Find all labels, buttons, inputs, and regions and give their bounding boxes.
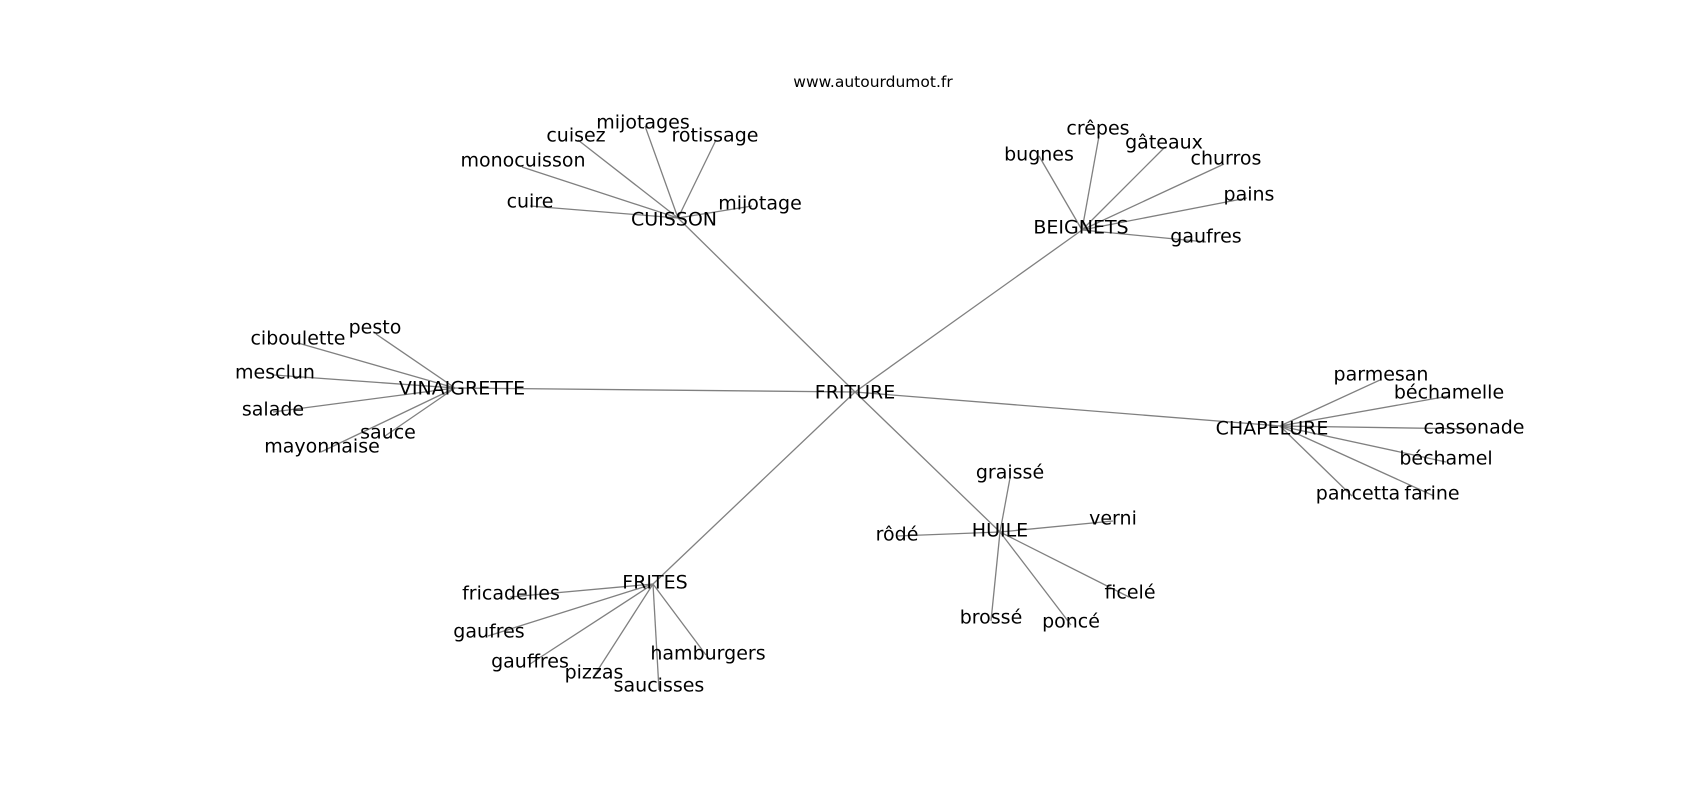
edge-vinaigrette-mesclun xyxy=(273,374,456,389)
edge-friture-cuisson xyxy=(677,217,856,393)
edge-beignets-churros xyxy=(1081,163,1225,231)
edge-cuisson-rotissage xyxy=(677,139,717,219)
node-farine: farine xyxy=(1404,483,1459,505)
edge-frites-hamburgers xyxy=(652,583,707,656)
node-hamburgers: hamburgers xyxy=(650,643,765,665)
node-pesto: pesto xyxy=(349,317,402,339)
edge-cuisson-cuire xyxy=(529,205,679,219)
node-gateaux: gâteaux xyxy=(1125,132,1203,154)
node-bugnes: bugnes xyxy=(1004,144,1074,166)
edge-frites-fricadelles xyxy=(509,583,654,598)
edge-chapelure-farine xyxy=(1279,425,1435,497)
node-monocuisson: monocuisson xyxy=(460,150,585,172)
node-chapelure: CHAPELURE xyxy=(1216,418,1329,440)
node-brosse: brossé xyxy=(960,607,1023,629)
edge-beignets-gateaux xyxy=(1081,146,1166,231)
edge-friture-chapelure xyxy=(854,391,1281,427)
node-mijotages: mijotages xyxy=(596,112,689,134)
edge-friture-vinaigrette xyxy=(454,387,856,393)
node-cassonade: cassonade xyxy=(1424,417,1525,439)
node-rotissage: rotissage xyxy=(672,125,759,147)
node-crepes: crêpes xyxy=(1066,118,1129,140)
edge-chapelure-pancetta xyxy=(1279,425,1353,497)
edge-chapelure-bechamelle xyxy=(1279,395,1450,427)
node-pains: pains xyxy=(1224,184,1275,206)
edge-vinaigrette-pesto xyxy=(375,333,456,389)
node-churros: churros xyxy=(1191,148,1262,170)
edge-vinaigrette-salade xyxy=(272,387,456,413)
edge-huile-brosse xyxy=(990,531,1001,622)
node-cuisez: cuisez xyxy=(546,125,605,147)
node-huile: HUILE xyxy=(972,520,1028,542)
edge-huile-rode xyxy=(896,531,1001,537)
node-beignets: BEIGNETS xyxy=(1033,217,1128,239)
edge-frites-gaufres-f xyxy=(487,583,654,637)
edges-layer xyxy=(272,125,1475,691)
edge-beignets-bugnes xyxy=(1038,155,1083,231)
node-ciboulette: ciboulette xyxy=(250,328,345,350)
labels-layer: FRITURE CUISSON BEIGNETS VINAIGRETTE CHAPELU… xyxy=(235,112,1524,697)
node-ficele: ficelé xyxy=(1104,582,1155,604)
edge-cuisson-mijotages xyxy=(644,125,679,219)
edge-chapelure-parmesan xyxy=(1279,379,1381,427)
edge-beignets-pains xyxy=(1081,197,1248,231)
edge-beignets-crepes xyxy=(1081,135,1100,231)
edge-cuisson-monocuisson xyxy=(521,166,679,219)
node-pancetta: pancetta xyxy=(1316,483,1400,505)
node-gaufres-f: gaufres xyxy=(453,621,524,643)
node-mesclun: mesclun xyxy=(235,362,315,384)
edge-frites-saucisses xyxy=(652,583,660,691)
node-ponce: poncé xyxy=(1042,611,1100,633)
edge-huile-graisse xyxy=(999,477,1011,533)
node-vinaigrette: VINAIGRETTE xyxy=(399,378,525,400)
edge-chapelure-bechamel xyxy=(1279,425,1447,463)
edge-cuisson-cuisez xyxy=(577,139,679,219)
edge-friture-beignets xyxy=(854,229,1083,393)
node-bechamel: béchamel xyxy=(1399,448,1492,470)
edge-huile-verni xyxy=(999,520,1114,533)
source-watermark: www.autourdumot.fr xyxy=(793,73,953,91)
edge-cuisson-mijotage xyxy=(677,205,753,219)
node-mijotage: mijotage xyxy=(718,193,802,215)
node-bechamelle: béchamelle xyxy=(1394,382,1504,404)
node-cuisson: CUISSON xyxy=(631,209,717,231)
node-rode: rôdé xyxy=(876,524,919,546)
edge-vinaigrette-ciboulette xyxy=(297,342,456,389)
node-friture: FRITURE xyxy=(815,382,895,404)
node-sauce: sauce xyxy=(360,422,416,444)
edge-friture-huile xyxy=(854,391,1001,533)
node-pizzas: pizzas xyxy=(565,662,624,684)
edge-vinaigrette-mayonnaise xyxy=(320,387,456,453)
node-saucisses: saucisses xyxy=(614,675,705,697)
node-frites: FRITES xyxy=(622,572,687,594)
node-verni: verni xyxy=(1089,508,1137,530)
node-gauffres: gauffres xyxy=(491,651,569,673)
node-salade: salade xyxy=(242,399,304,421)
node-fricadelles: fricadelles xyxy=(462,583,560,605)
node-parmesan: parmesan xyxy=(1334,364,1429,386)
node-mayonnaise: mayonnaise xyxy=(264,436,380,458)
node-gaufres-b: gaufres xyxy=(1170,226,1241,248)
edge-huile-ficele xyxy=(999,531,1130,598)
edge-beignets-gaufres-b xyxy=(1081,229,1207,243)
node-cuire: cuire xyxy=(507,191,554,213)
edge-friture-frites xyxy=(652,391,856,585)
edge-frites-pizzas xyxy=(593,583,654,677)
node-graisse: graissé xyxy=(976,462,1044,484)
edge-vinaigrette-sauce xyxy=(384,387,456,437)
edge-chapelure-cassonade xyxy=(1279,425,1475,430)
edge-frites-gauffres xyxy=(529,583,654,665)
edge-huile-ponce xyxy=(999,531,1072,626)
